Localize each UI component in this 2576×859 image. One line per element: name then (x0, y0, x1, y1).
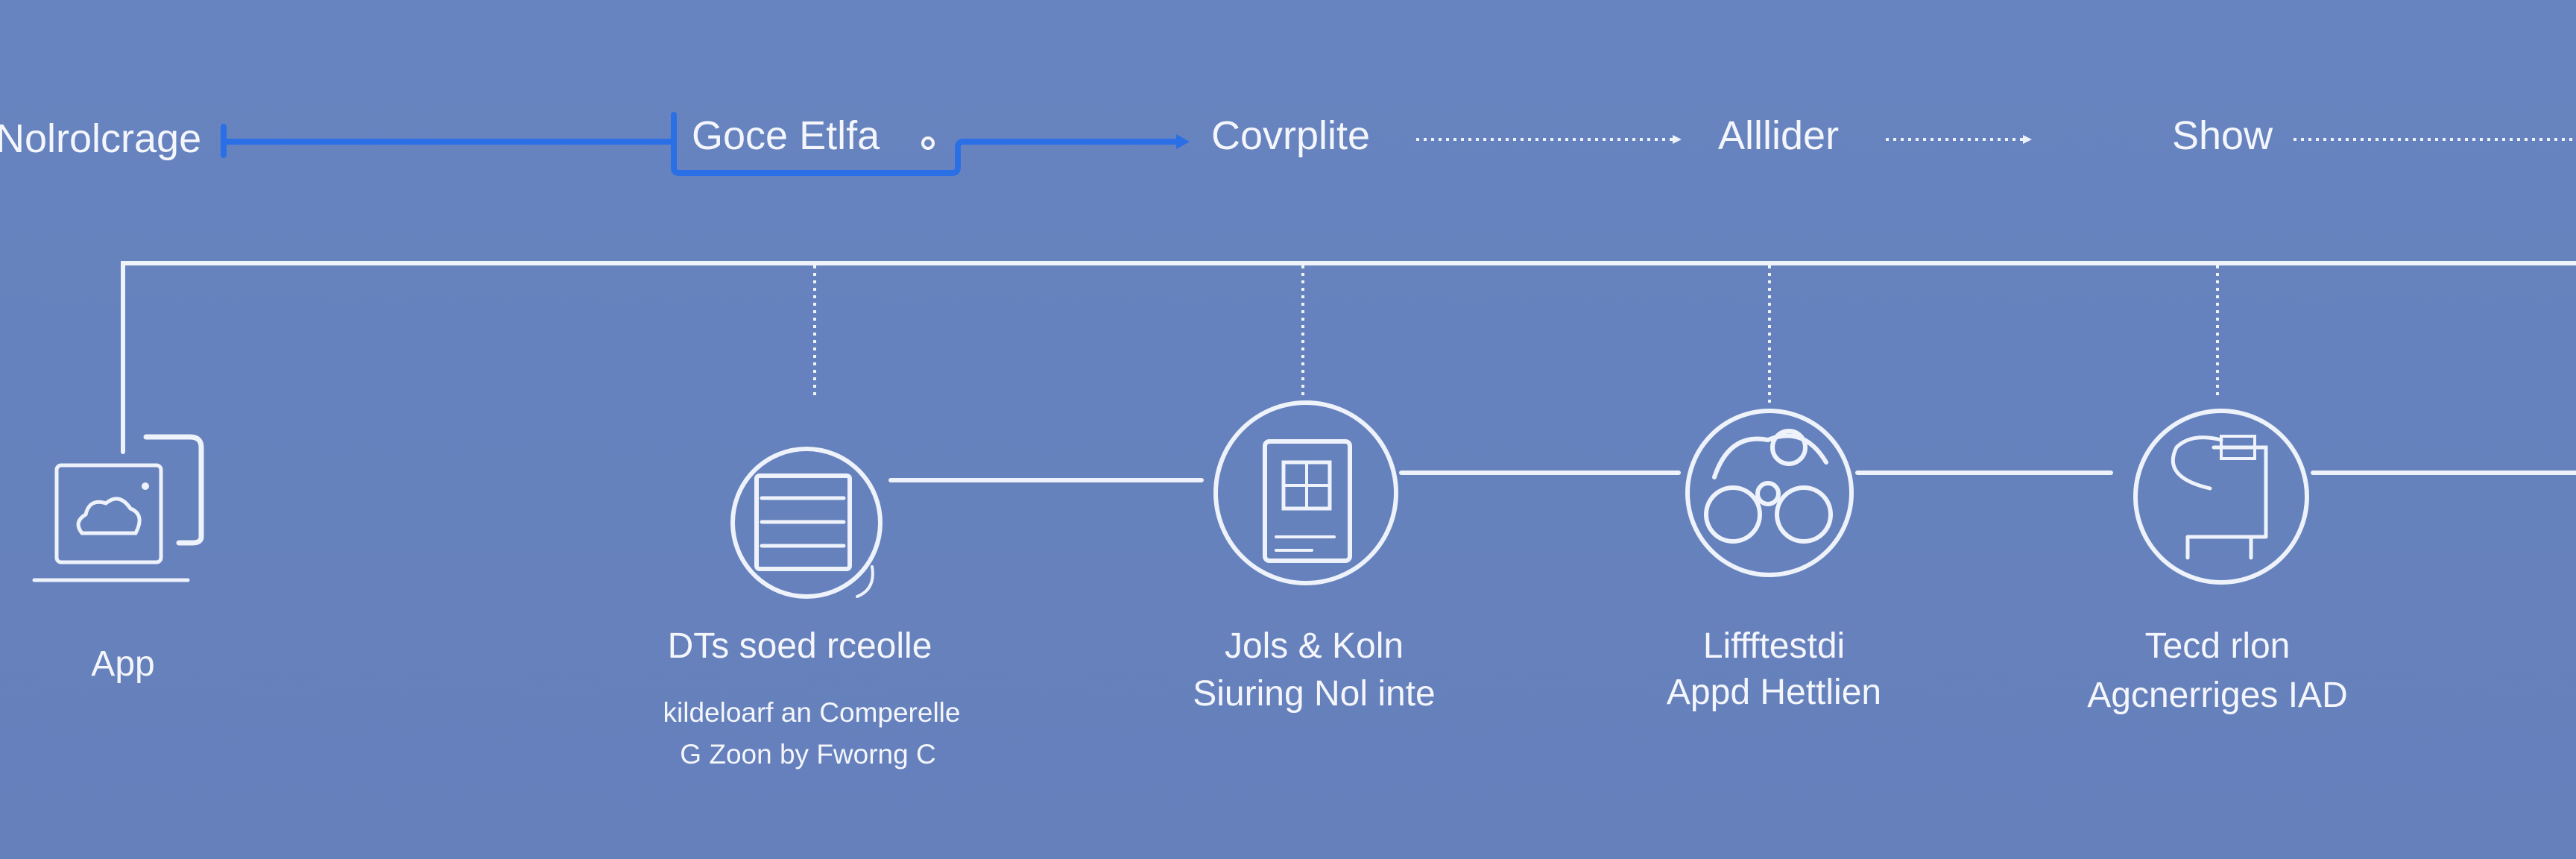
arrow-icon (1673, 135, 1682, 144)
node-3-title2: Appd Hettlien (1667, 673, 1881, 712)
node-4-title2: Agcnerriges IAD (2087, 676, 2347, 715)
arrow-icon (2023, 135, 2032, 144)
flow-step-5: Show (2172, 113, 2273, 158)
node-2-title: Jols & Koln (1225, 626, 1404, 666)
people-group-icon (1685, 409, 1854, 577)
flow-bracket-box (671, 112, 1181, 176)
document-tablet-icon (1213, 400, 1398, 585)
flow-step-2: Goce Etlfa (692, 113, 880, 158)
node-1-title: DTs soed rceolle (668, 626, 932, 666)
flow-step-4: Alllider (1718, 113, 1839, 158)
node-connectors (888, 471, 2576, 482)
node-app-title: App (91, 644, 154, 684)
app-window-cloud-icon (32, 434, 204, 582)
node-1-sub1: kildeloarf an Comperelle (663, 697, 961, 728)
node-1-sub2: G Zoon by Fworng C (680, 739, 935, 770)
flow-connector-1 (221, 124, 677, 158)
dot-icon (921, 136, 935, 150)
node-2-title2: Siuring Nol inte (1193, 674, 1436, 714)
flow-step-3: Covrplite (1211, 113, 1370, 158)
table-list-icon (730, 447, 883, 599)
node-4-title: Tecd rlon (2145, 626, 2291, 666)
arrow-icon (1176, 134, 1190, 149)
bus-line (121, 261, 2576, 454)
node-3-title: Liffftestdi (1703, 626, 1845, 666)
desk-workstation-icon (2133, 409, 2309, 585)
flow-step-1: Nolrolcrage (0, 116, 201, 161)
bus-drops (813, 265, 2219, 403)
